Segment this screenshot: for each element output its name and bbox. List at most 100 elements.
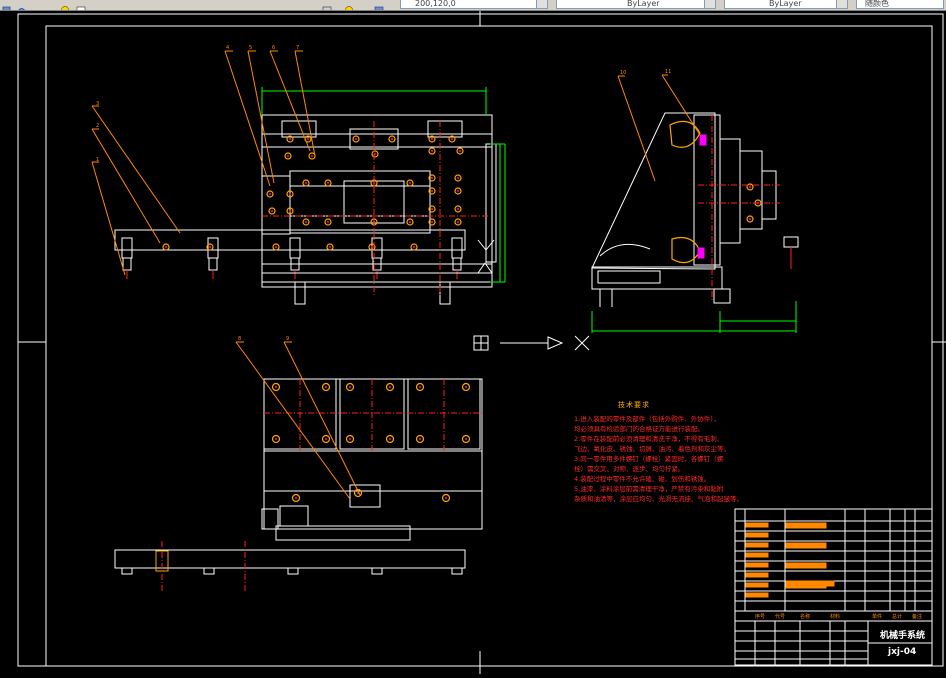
outline-rect bbox=[713, 288, 731, 304]
technical-requirements-title: 技术要求 bbox=[618, 401, 650, 409]
bolt-hole-center bbox=[465, 386, 467, 388]
top-view-body bbox=[263, 378, 483, 492]
view-symbol bbox=[477, 239, 487, 251]
bolt-hole-center bbox=[409, 221, 411, 223]
bolt-hole bbox=[324, 179, 332, 187]
plotstyle-combo[interactable]: 随颜色 bbox=[856, 0, 944, 9]
bolt-hole-center bbox=[445, 497, 447, 499]
layer-icon[interactable] bbox=[76, 0, 86, 10]
bolt-hole bbox=[368, 243, 376, 251]
technical-requirements-lines: 1.进入装配的零件及部件（包括外购件、外协件），均必须具有检验部门的合格证方能进… bbox=[574, 414, 743, 504]
front-view-body bbox=[261, 114, 493, 288]
leader-line bbox=[269, 50, 311, 152]
bolt-hole-center bbox=[305, 221, 307, 223]
technical-requirement-line: 2.零件在装配前必须清理和清洗干净，不得有毛刺、 bbox=[574, 435, 724, 443]
color-combo[interactable]: 200,120,0 bbox=[400, 0, 548, 9]
bolt-hole bbox=[406, 218, 414, 226]
bolt-hole-center bbox=[349, 438, 351, 440]
bolt-hole-center bbox=[275, 438, 277, 440]
match-properties-icon[interactable] bbox=[60, 0, 70, 10]
bolt-hole-center bbox=[289, 193, 291, 195]
lineweight-combo-value: ByLayer bbox=[769, 0, 802, 8]
bolt-hole-center bbox=[371, 246, 373, 248]
leader-line bbox=[91, 128, 161, 244]
bolt-hole-center bbox=[389, 386, 391, 388]
bolt-hole-center bbox=[275, 246, 277, 248]
plotstyle-combo-value: 随颜色 bbox=[865, 0, 889, 8]
part-number-label: 2 bbox=[96, 123, 99, 129]
technical-requirement-line: 均必须具有检验部门的合格证方能进行装配。 bbox=[574, 425, 704, 433]
bolt-hole bbox=[388, 135, 396, 143]
technical-requirement-line: 栓）需交叉、对称、逐步、均匀拧紧。 bbox=[574, 465, 685, 473]
bolt-hole-center bbox=[465, 438, 467, 440]
lineweight-combo[interactable]: ByLayer bbox=[724, 0, 848, 9]
bolt-hole-center bbox=[311, 155, 313, 157]
bolt-hole bbox=[326, 243, 334, 251]
title-block-header: 序号 bbox=[755, 613, 765, 620]
bolt-hole-center bbox=[289, 138, 291, 140]
side-pin bbox=[697, 247, 705, 259]
bolt-hole bbox=[321, 382, 331, 392]
bolt-hole-center bbox=[431, 177, 433, 179]
bolt-hole bbox=[385, 382, 395, 392]
bolt-hole-center bbox=[325, 438, 327, 440]
bolt-hole bbox=[286, 207, 294, 215]
outline-rect bbox=[349, 484, 381, 508]
outline-rect bbox=[279, 505, 309, 527]
toolbar: 200,120,0 ByLayer ByLayer 随颜色 bbox=[0, 0, 946, 11]
bolt-hole-center bbox=[391, 138, 393, 140]
bolt-hole-center bbox=[165, 246, 167, 248]
layer-properties-icon[interactable] bbox=[322, 0, 332, 10]
bolt-hole-center bbox=[457, 190, 459, 192]
undo-icon[interactable] bbox=[16, 0, 26, 10]
bolt-hole-center bbox=[289, 210, 291, 212]
outline-rect bbox=[289, 237, 301, 259]
bolt-hole bbox=[302, 179, 310, 187]
leader-line bbox=[283, 341, 361, 496]
chevron-down-icon[interactable] bbox=[536, 0, 547, 8]
bolt-hole bbox=[284, 152, 292, 160]
bolt-hole-center bbox=[419, 438, 421, 440]
layer-state-icon[interactable] bbox=[374, 0, 384, 10]
part-number-label: 6 bbox=[272, 45, 275, 51]
linetype-combo[interactable]: ByLayer bbox=[556, 0, 716, 9]
bolt-hole-center bbox=[325, 386, 327, 388]
chevron-down-icon[interactable] bbox=[836, 0, 847, 8]
layer-previous-icon[interactable] bbox=[344, 0, 354, 10]
technical-requirements: 技术要求 1.进入装配的零件及部件（包括外购件、外协件），均必须具有检验部门的合… bbox=[574, 400, 743, 504]
bolt-hole-center bbox=[749, 186, 751, 188]
view-symbol bbox=[485, 239, 495, 251]
title-block-header: 名称 bbox=[800, 613, 810, 620]
bolt-hole bbox=[456, 147, 464, 155]
bolt-hole-center bbox=[275, 386, 277, 388]
outline-rect bbox=[261, 508, 279, 530]
ucs-x-mark bbox=[574, 335, 590, 351]
save-icon[interactable] bbox=[2, 0, 12, 10]
title-block-entry bbox=[745, 592, 769, 598]
outline-rect bbox=[287, 567, 299, 575]
leader-line bbox=[91, 105, 181, 234]
leader-line bbox=[91, 161, 126, 276]
title-block-entry bbox=[785, 562, 827, 569]
bolt-hole bbox=[428, 187, 436, 195]
bolt-hole-center bbox=[451, 138, 453, 140]
chevron-down-icon[interactable] bbox=[704, 0, 715, 8]
side-pin bbox=[699, 134, 707, 146]
frame-border bbox=[45, 25, 933, 667]
bolt-hole bbox=[353, 488, 363, 498]
bolt-hole-center bbox=[287, 155, 289, 157]
outline-rect bbox=[371, 567, 383, 575]
technical-requirement-line: 杂质和油渍等，涂层应均匀、光滑无流挂、气泡和起皱等。 bbox=[574, 495, 743, 503]
side-view-curve bbox=[599, 243, 651, 257]
title-block bbox=[734, 508, 933, 666]
outline-rect bbox=[203, 567, 215, 575]
part-number-label: 1 bbox=[96, 157, 99, 163]
side-block bbox=[597, 270, 661, 284]
bolt-hole bbox=[428, 174, 436, 182]
bolt-hole bbox=[461, 382, 471, 392]
bolt-hole-center bbox=[431, 221, 433, 223]
bolt-hole-center bbox=[349, 386, 351, 388]
bolt-hole bbox=[410, 243, 418, 251]
